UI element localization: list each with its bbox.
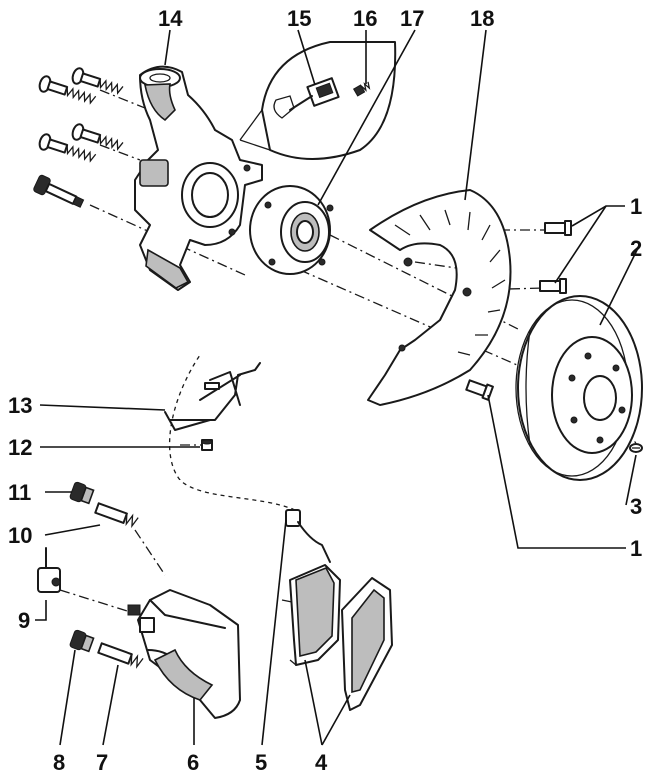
callout-5: 5 <box>255 750 267 775</box>
cable-bracket <box>164 362 261 451</box>
brake-caliper <box>127 589 241 719</box>
brake-pads <box>281 564 393 711</box>
wheel-hub <box>249 185 334 275</box>
callout-8: 8 <box>53 750 65 775</box>
callout-6: 6 <box>187 750 199 775</box>
callout-1-bottom: 1 <box>630 536 642 561</box>
callout-2: 2 <box>630 236 642 261</box>
shield-bolts <box>465 220 643 453</box>
callout-10: 10 <box>8 523 32 548</box>
sensor-screw <box>352 81 371 97</box>
callout-16: 16 <box>353 6 377 31</box>
splash-shield <box>367 189 512 406</box>
callout-1-top: 1 <box>630 194 642 219</box>
callout-14: 14 <box>158 6 183 31</box>
speed-sensor-inset <box>239 41 397 160</box>
guide-pins <box>69 481 144 669</box>
callout-11: 11 <box>8 480 31 505</box>
callout-15: 15 <box>287 6 311 31</box>
leader-lines <box>35 29 639 746</box>
callout-17: 17 <box>400 6 424 31</box>
callout-12: 12 <box>8 435 32 460</box>
callout-labels: 14 15 16 17 18 1 2 3 1 13 12 11 10 9 8 7… <box>8 6 642 775</box>
knuckle-bolts <box>33 67 124 208</box>
callout-4: 4 <box>315 750 328 775</box>
callout-13: 13 <box>8 393 32 418</box>
callout-18: 18 <box>470 6 494 31</box>
callout-7: 7 <box>96 750 108 775</box>
wear-sensor <box>37 547 61 593</box>
callout-9: 9 <box>18 608 30 633</box>
wear-indicator-wire <box>285 509 331 563</box>
steering-knuckle <box>134 65 263 291</box>
brake-disc <box>515 295 643 481</box>
disc-screw <box>629 443 643 453</box>
callout-3: 3 <box>630 494 642 519</box>
